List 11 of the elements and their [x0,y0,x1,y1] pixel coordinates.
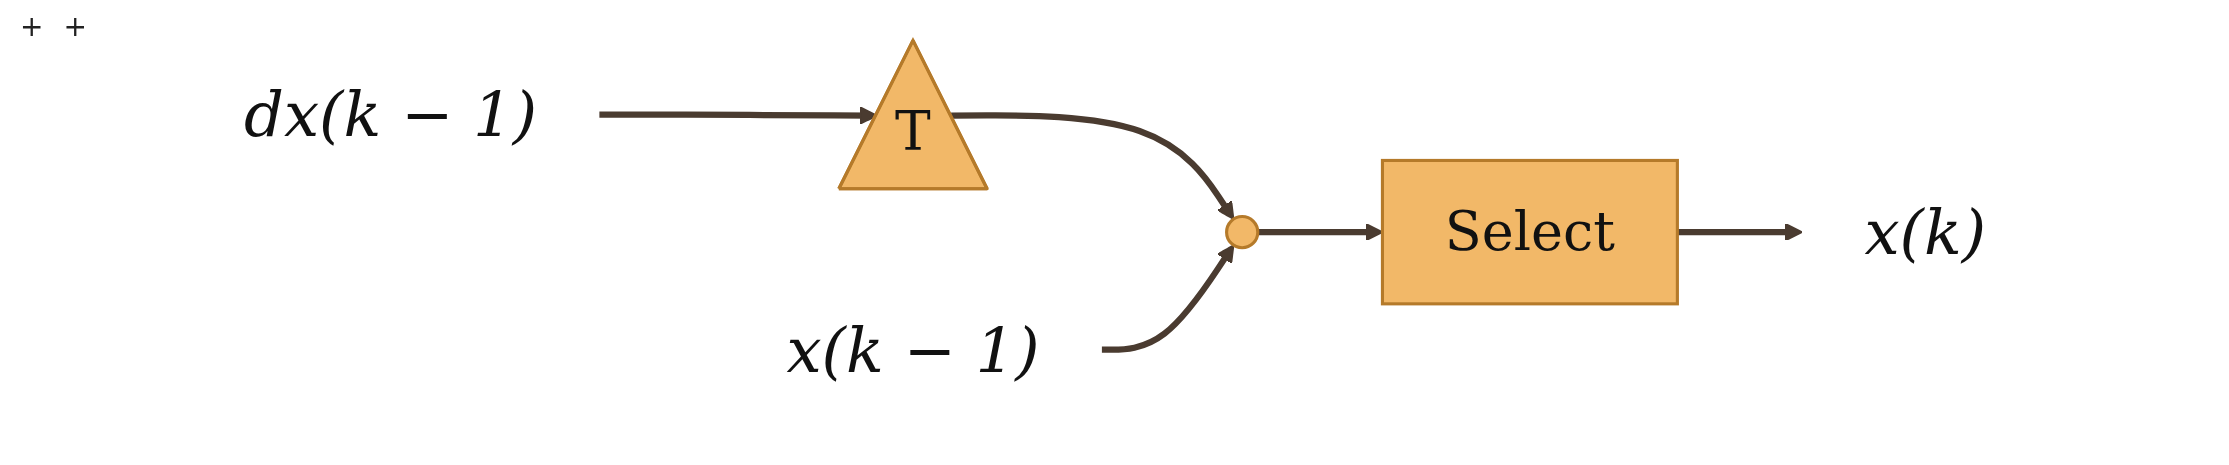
node-circle [1224,215,1259,250]
arrow [1101,244,1234,354]
arrow [950,112,1234,221]
node-text: x(k − 1) [785,313,1040,387]
node-box [1380,159,1679,306]
sign-label: + [63,10,87,43]
arrow [1676,223,1803,242]
block-diagram: dx(k − 1) T Select x(k) x(k − 1) [164,20,2065,445]
node-text: dx(k − 1) [243,78,537,152]
node-text: x(k) [1863,196,1986,269]
sign-label: + [20,10,44,43]
